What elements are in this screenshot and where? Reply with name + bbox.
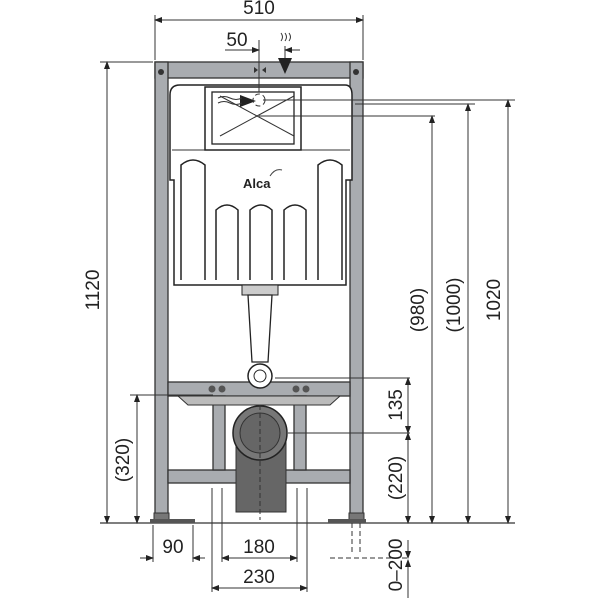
dimension-height-980: (980) <box>408 115 435 524</box>
dimension-leg-adjust: 0–200 <box>330 523 411 598</box>
svg-text:135: 135 <box>386 389 407 421</box>
brand-logo: Alca <box>243 176 271 191</box>
svg-text:90: 90 <box>162 537 183 558</box>
svg-text:(320): (320) <box>113 438 134 482</box>
dimension-outlet-height: (220) <box>386 432 411 524</box>
dimension-inlet-to-outlet: 135 <box>386 377 411 434</box>
svg-text:1120: 1120 <box>83 270 104 311</box>
dimension-frame-width: 510 <box>154 0 364 60</box>
svg-text:50: 50 <box>226 30 247 51</box>
flush-plate-opening <box>204 67 470 151</box>
svg-text:(1000): (1000) <box>444 278 465 333</box>
svg-text:180: 180 <box>243 537 275 558</box>
svg-text:1020: 1020 <box>484 279 505 321</box>
dimension-strut-spacing: 230 <box>211 488 308 592</box>
svg-text:510: 510 <box>243 0 275 19</box>
dimension-support-height: (320) <box>113 394 213 524</box>
dimension-flush-offset: 50 <box>225 30 300 92</box>
svg-text:230: 230 <box>243 567 275 588</box>
dimension-foot-width: 90 <box>140 525 205 562</box>
svg-text:0–200: 0–200 <box>386 539 407 592</box>
svg-text:(220): (220) <box>386 456 407 500</box>
dimension-stud-spacing: 180 <box>221 488 298 562</box>
drain-pipe <box>232 284 410 520</box>
dimension-height-1000: (1000) <box>355 103 475 524</box>
dimension-height-1020: 1020 <box>470 99 515 524</box>
svg-text:(980): (980) <box>408 288 429 332</box>
dimension-total-height: 1120 <box>83 61 153 524</box>
